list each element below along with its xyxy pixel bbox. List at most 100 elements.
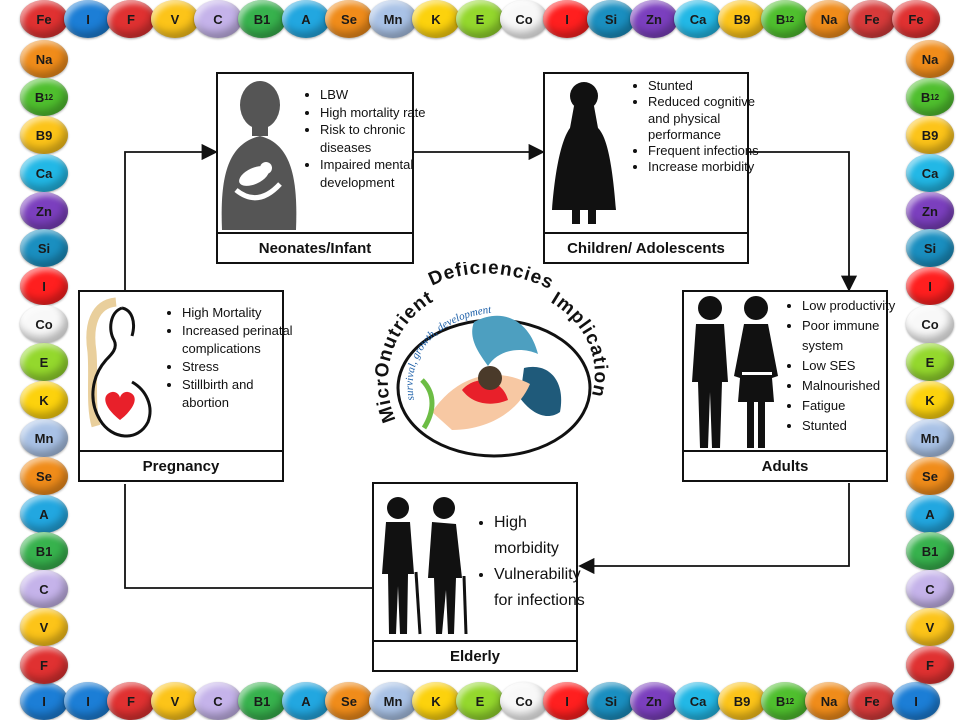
adults-label: Adults — [682, 450, 888, 482]
nutrient-pill: F — [107, 682, 155, 720]
children-points: Stunted Reduced cognitive and physical p… — [632, 78, 766, 176]
adults-points: Low productivity Poor immune system Low … — [786, 296, 902, 436]
elderly-couple-icon — [382, 497, 468, 635]
nutrient-pill: K — [412, 682, 460, 720]
pregnancy-points: High Mortality Increased perinatal compl… — [166, 304, 294, 412]
nutrient-pill: Co — [500, 682, 548, 720]
nutrient-pill: K — [412, 0, 460, 38]
adults-point: Stunted — [802, 416, 902, 436]
adults-point: Fatigue — [802, 396, 902, 416]
nutrient-pill: E — [456, 682, 504, 720]
nutrient-pill: E — [906, 343, 954, 381]
elderly-points: High morbidity Vulnerability for infecti… — [478, 510, 592, 614]
nutrient-pill: Si — [587, 682, 635, 720]
nutrient-pill: Mn — [369, 682, 417, 720]
nutrient-pill: Si — [906, 229, 954, 267]
nutrient-pill: Zn — [630, 682, 678, 720]
nutrient-pill: A — [282, 0, 330, 38]
nutrient-pill: Se — [20, 457, 68, 495]
nutrient-pill: C — [194, 0, 242, 38]
nutrient-pill: C — [20, 570, 68, 608]
nutrient-pill: B9 — [906, 116, 954, 154]
adults-point: Malnourished — [802, 376, 902, 396]
arrow-pregnancy-to-neonates — [124, 143, 218, 292]
pregnancy-point: Stillbirth and abortion — [182, 376, 294, 412]
nutrient-pill: Fe — [848, 0, 896, 38]
nutrient-pill: E — [456, 0, 504, 38]
nutrient-pill: Mn — [906, 419, 954, 457]
nutrient-pill: I — [906, 267, 954, 305]
nutrient-pill: I — [64, 682, 112, 720]
adults-point: Poor immune system — [802, 316, 902, 356]
pregnant-woman-icon — [86, 297, 152, 438]
nutrient-pill: B9 — [718, 0, 766, 38]
nutrient-pill: Ca — [20, 154, 68, 192]
nutrient-pill: V — [906, 608, 954, 646]
children-label: Children/ Adolescents — [543, 232, 749, 264]
nutrient-pill: Zn — [630, 0, 678, 38]
child-silhouette-icon — [552, 82, 616, 224]
nutrient-pill: Zn — [20, 192, 68, 230]
nutrient-pill: Ca — [674, 0, 722, 38]
adults-point: Low productivity — [802, 296, 902, 316]
nutrient-pill: B9 — [718, 682, 766, 720]
nutrient-pill: I — [20, 267, 68, 305]
pregnancy-point: High Mortality — [182, 304, 294, 322]
nutrient-pill: B9 — [20, 116, 68, 154]
children-point: Reduced cognitive and physical performan… — [648, 94, 766, 143]
neonates-point: High mortality rate — [320, 104, 428, 122]
neonates-label: Neonates/Infant — [216, 232, 414, 264]
nutrient-pill: Si — [587, 0, 635, 38]
nutrient-pill: A — [20, 495, 68, 533]
neonates-points: LBW High mortality rate Risk to chronic … — [304, 86, 428, 191]
nutrient-pill: Na — [805, 682, 853, 720]
nutrient-pill: K — [20, 381, 68, 419]
nutrient-pill: F — [906, 646, 954, 684]
nutrient-pill: Mn — [20, 419, 68, 457]
nutrient-pill: Se — [906, 457, 954, 495]
pregnancy-point: Stress — [182, 358, 294, 376]
nutrient-pill: B1 — [20, 532, 68, 570]
nutrient-pill: I — [543, 682, 591, 720]
adults-couple-icon — [692, 296, 778, 448]
nutrient-pill: Se — [325, 0, 373, 38]
nutrient-pill: Co — [20, 305, 68, 343]
mother-holding-infant-icon — [221, 81, 297, 230]
nutrient-pill: A — [906, 495, 954, 533]
nutrient-pill: Si — [20, 229, 68, 267]
nutrient-pill: Fe — [892, 0, 940, 38]
title-top: Deficiencies — [425, 262, 556, 294]
nutrient-pill: C — [194, 682, 242, 720]
nutrient-pill: I — [20, 682, 68, 720]
children-point: Increase morbidity — [648, 159, 766, 175]
nutrient-pill: C — [906, 570, 954, 608]
neonates-point: Impaired mental development — [320, 156, 428, 191]
elderly-point: Vulnerability for infections — [494, 562, 592, 614]
nutrient-pill: Co — [500, 0, 548, 38]
nutrient-pill: B1 — [238, 682, 286, 720]
nutrient-pill: I — [892, 682, 940, 720]
nutrient-pill: B1 — [906, 532, 954, 570]
nutrient-pill: Fe — [848, 682, 896, 720]
neonates-point: LBW — [320, 86, 428, 104]
nutrient-pill: I — [543, 0, 591, 38]
center-emblem: MicrOnutrient Deficiencies Implication s… — [372, 262, 610, 458]
adults-point: Low SES — [802, 356, 902, 376]
arrow-adults-to-elderly — [578, 483, 850, 575]
nutrient-pill: Na — [906, 40, 954, 78]
nutrient-pill: F — [20, 646, 68, 684]
nutrient-pill: F — [107, 0, 155, 38]
nutrient-pill: Mn — [369, 0, 417, 38]
nutrient-pill: Fe — [20, 0, 68, 38]
nutrient-pill: Ca — [906, 154, 954, 192]
nutrient-pill: A — [282, 682, 330, 720]
neonates-point: Risk to chronic diseases — [320, 121, 428, 156]
nutrient-pill: Co — [906, 305, 954, 343]
elderly-point: High morbidity — [494, 510, 592, 562]
arrow-elderly-to-pregnancy — [124, 484, 372, 589]
